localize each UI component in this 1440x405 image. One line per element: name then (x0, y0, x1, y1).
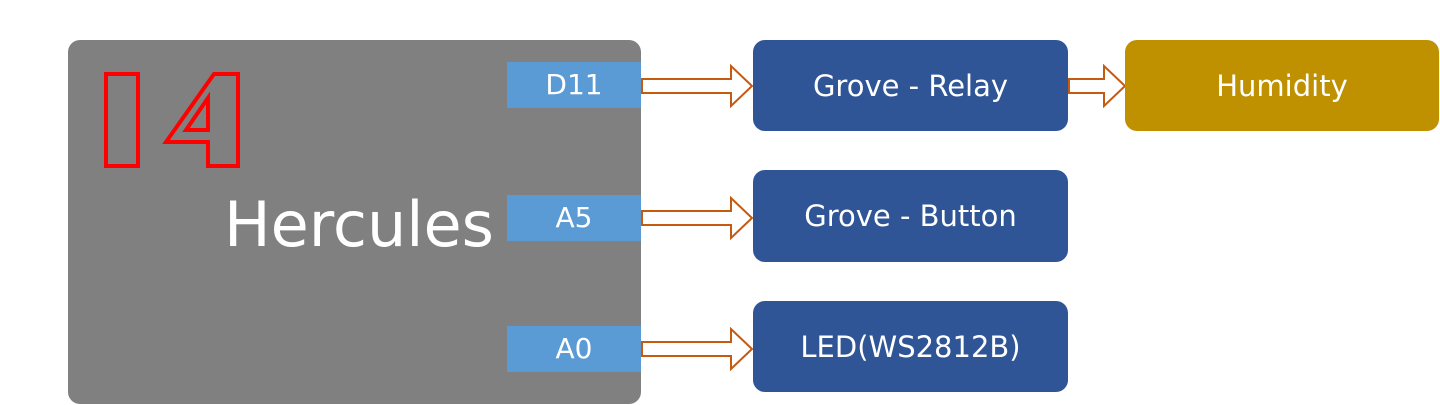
module-humidity-label: Humidity (1216, 68, 1348, 103)
pin-d11: D11 (507, 62, 641, 108)
board-title: Hercules (224, 188, 494, 261)
module-grove-relay-label: Grove - Relay (812, 68, 1009, 103)
arrow-d11-to-relay (641, 64, 754, 108)
module-grove-button-label: Grove - Button (804, 199, 1017, 233)
arrow-a5-to-button (641, 196, 754, 240)
module-led-label: LED(WS2812B) (800, 329, 1021, 364)
arrow-a0-to-led (641, 327, 754, 371)
module-grove-button: Grove - Button (753, 170, 1068, 262)
pin-a5: A5 (507, 195, 641, 241)
pin-a0: A0 (507, 326, 641, 372)
module-humidity: Humidity (1125, 40, 1439, 131)
module-led: LED(WS2812B) (753, 301, 1068, 392)
logo-icon (104, 72, 240, 168)
module-grove-relay: Grove - Relay (753, 40, 1068, 131)
arrow-relay-to-humidity (1068, 64, 1127, 108)
